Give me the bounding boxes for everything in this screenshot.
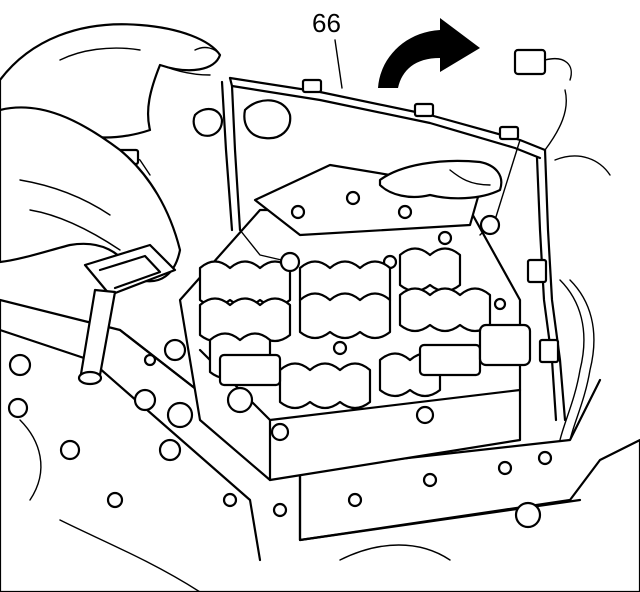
callout-leader-line: [334, 39, 343, 89]
curved-rotation-arrow-icon: [378, 18, 480, 88]
spool-row-2: [198, 287, 492, 343]
hands: [0, 23, 503, 283]
spool-valves: [163, 247, 532, 414]
removal-tool: [77, 243, 177, 386]
callout-label: 66: [312, 8, 341, 38]
wiring-harness: [93, 48, 611, 441]
